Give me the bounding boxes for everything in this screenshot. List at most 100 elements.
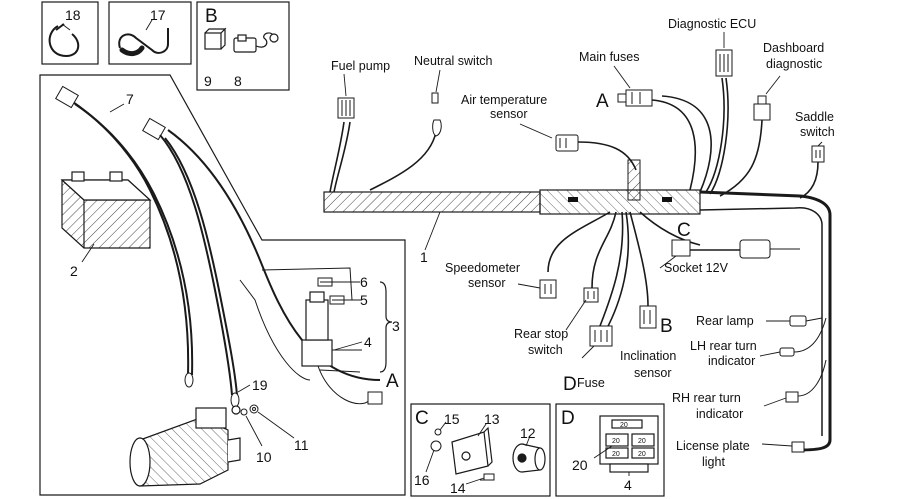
label-neutral-switch: Neutral switch [414, 54, 493, 68]
callout-17: 17 [150, 7, 166, 23]
fuse-label-low-left: 20 [612, 451, 620, 458]
label-rh-turn-line1: RH rear turn [672, 391, 741, 405]
callout-8: 8 [234, 73, 242, 89]
tape-marker-2 [662, 197, 672, 202]
socket-12 [512, 443, 546, 473]
label-rear-lamp: Rear lamp [696, 314, 754, 328]
main-fuses-connector [617, 89, 653, 107]
clip-18-panel [41, 1, 99, 65]
diagnostic-ecu-connector [715, 49, 733, 77]
ring-terminal-2 [230, 392, 240, 408]
box-c-panel [410, 403, 551, 497]
starter-cable [167, 129, 381, 381]
letter-a-lower: A [386, 371, 399, 392]
letter-c-box: C [415, 408, 429, 429]
callout-1: 1 [420, 249, 428, 265]
label-lh-turn-line1: LH rear turn [690, 339, 757, 353]
label-saddle-line1: Saddle [795, 110, 834, 124]
box-c-leaders [425, 421, 531, 485]
callout-3: 3 [392, 318, 400, 334]
washer-15 [434, 428, 442, 436]
starter-relay-4 [301, 291, 333, 367]
battery-cable-2 [159, 134, 238, 396]
main-harness-segment [539, 189, 701, 215]
label-license-line2: light [702, 455, 725, 469]
label-dashboard-line2: diagnostic [766, 57, 822, 71]
label-speedometer-line1: Speedometer [445, 261, 520, 275]
fuse-holder [589, 325, 613, 347]
label-air-temp-line2: sensor [490, 107, 528, 121]
label-rear-stop-line1: Rear stop [514, 327, 568, 341]
washer-10 [240, 408, 248, 416]
callout-9: 9 [204, 73, 212, 89]
neutral-switch-connector [431, 92, 442, 137]
tape-marker-3 [627, 159, 641, 201]
group-letters: B C D A A C B D [205, 6, 691, 429]
letter-b-inclination: B [660, 316, 673, 337]
battery-clamp-top [55, 85, 79, 109]
label-dashboard-line1: Dashboard [763, 41, 824, 55]
callout-5: 5 [360, 292, 368, 308]
component-labels: Fuel pump Neutral switch Air temperature… [331, 17, 835, 469]
speedometer-sensor-connector [539, 279, 557, 299]
label-rear-stop-line2: switch [528, 343, 563, 357]
saddle-switch-connector [811, 145, 825, 163]
socket-bracket-13 [451, 426, 493, 475]
dashboard-diagnostic-connector [753, 95, 771, 121]
tape-marker-1 [568, 197, 578, 202]
label-rh-turn-line2: indicator [696, 407, 743, 421]
fuse-label-mid-left: 20 [612, 438, 620, 445]
starter-motor-icon [129, 405, 241, 487]
box-d-panel [555, 403, 665, 497]
harness-rear-branch-inner [699, 206, 823, 436]
battery-clamp-second [142, 117, 166, 141]
label-fuse: Fuse [577, 376, 605, 390]
battery-starter-outline [39, 74, 406, 496]
callout-7: 7 [126, 91, 134, 107]
socket-12v-connector [671, 239, 800, 259]
bracket-3 [379, 281, 393, 373]
label-license-line1: License plate [676, 439, 750, 453]
callout-4-fusebox: 4 [624, 477, 632, 493]
letter-a-fuses: A [596, 91, 609, 112]
clip-17-icon [118, 28, 169, 57]
harness-rear-branch [699, 190, 832, 452]
battery-cable-7 [69, 99, 194, 376]
callout-19: 19 [252, 377, 268, 393]
callout-16: 16 [414, 472, 430, 488]
callout-15: 15 [444, 411, 460, 427]
sensor-8-icon [233, 32, 279, 53]
letter-c-socket: C [677, 220, 691, 241]
letter-d-fuse: D [563, 374, 577, 395]
screw-14 [480, 473, 495, 481]
clip-17-panel [108, 1, 192, 65]
callout-12: 12 [520, 425, 536, 441]
label-lh-turn-line2: indicator [708, 354, 755, 368]
air-temp-sensor-connector [555, 134, 579, 152]
letter-b-box: B [205, 6, 218, 27]
label-socket-12v: Socket 12V [664, 261, 729, 275]
relay-9-icon [204, 27, 227, 50]
nut-11 [249, 404, 259, 414]
harness-branch-wires [329, 77, 819, 331]
rh-turn-connector [785, 359, 827, 403]
ring-terminal [184, 372, 194, 388]
callout-6: 6 [360, 274, 368, 290]
label-air-temp-line1: Air temperature [461, 93, 547, 107]
fuse-box-4 [599, 415, 659, 473]
license-plate-connector [791, 441, 805, 453]
label-main-fuses: Main fuses [579, 50, 639, 64]
label-saddle-line2: switch [800, 125, 835, 139]
box-b-panel [196, 1, 290, 91]
callout-18: 18 [65, 7, 81, 23]
battery-icon [60, 171, 152, 249]
callout-20: 20 [572, 457, 588, 473]
fuse-label-top: 20 [620, 422, 628, 429]
label-speedometer-line2: sensor [468, 276, 506, 290]
label-inclination-line1: Inclination [620, 349, 676, 363]
main-harness-1 [323, 191, 541, 213]
connector-lower-a [367, 391, 383, 405]
label-diagnostic-ecu: Diagnostic ECU [668, 17, 756, 31]
callout-10: 10 [256, 449, 272, 465]
rear-lamp-connector [789, 315, 823, 327]
